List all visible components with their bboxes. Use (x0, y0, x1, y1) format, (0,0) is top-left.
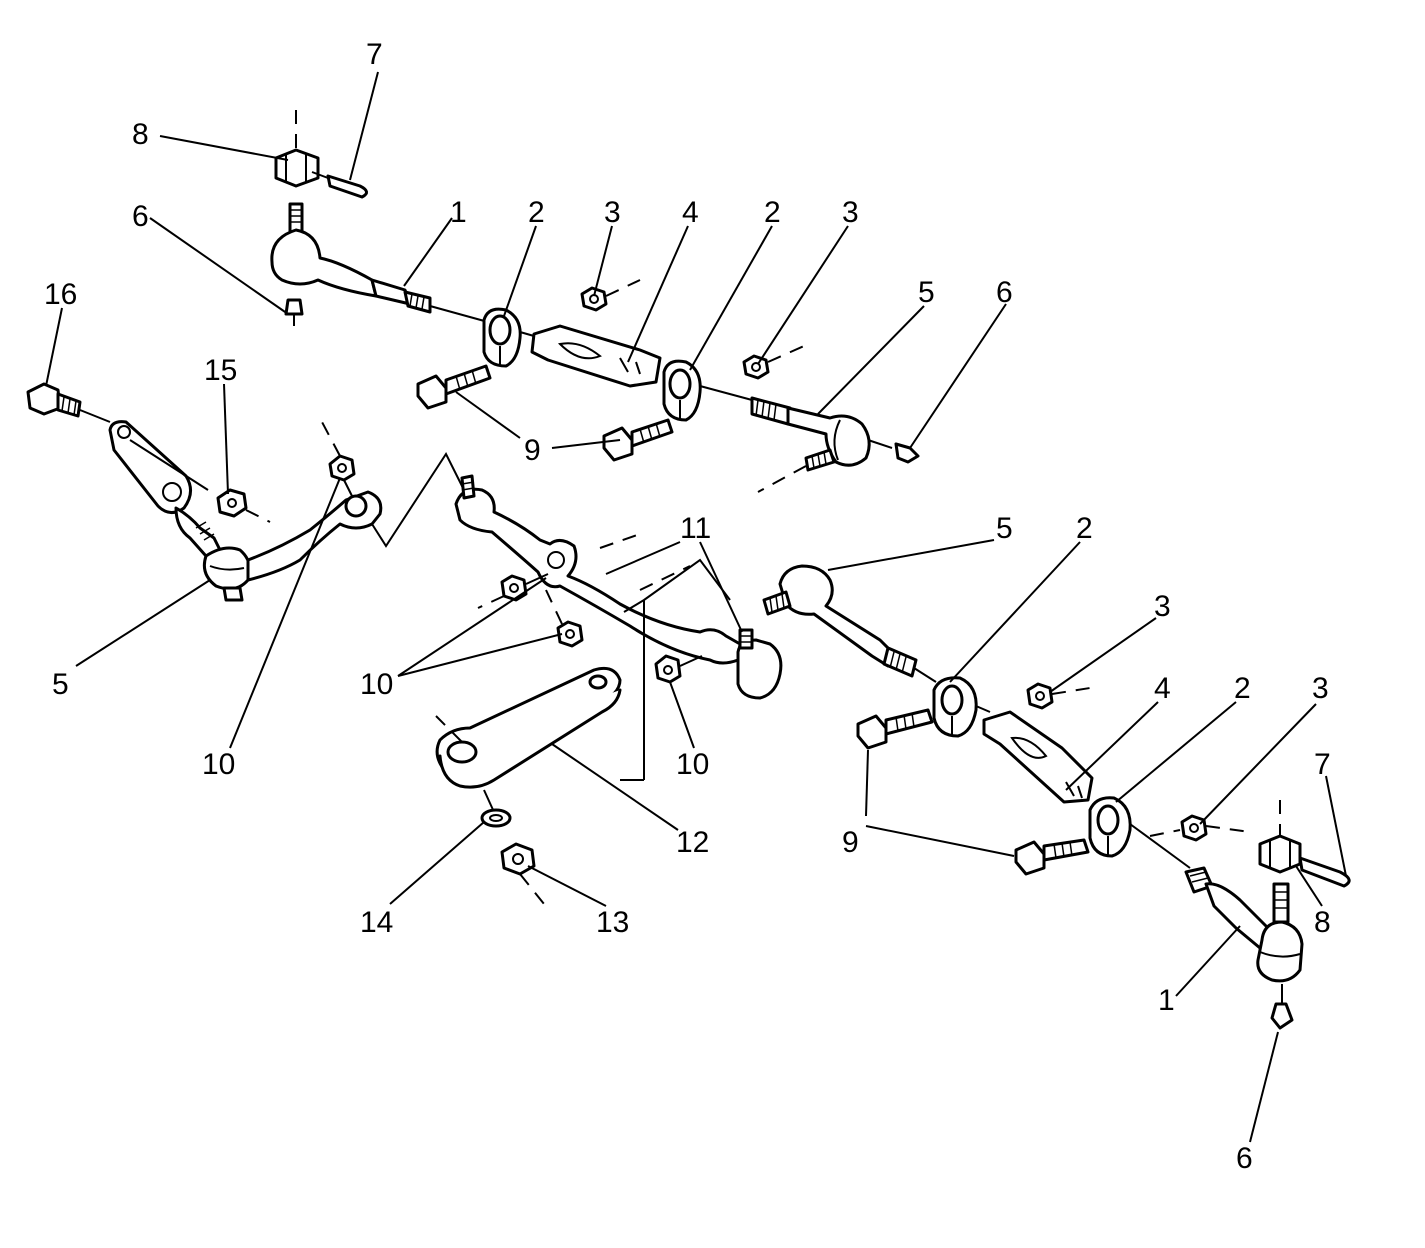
inner-tie-rod-end-upper (699, 385, 920, 493)
callout-5-mid-right: 5 (996, 512, 1013, 545)
clamp-nut-lower-b (1149, 814, 1251, 842)
clamp-nut-upper-b (742, 345, 805, 380)
clamp-nut-upper-a (580, 279, 641, 312)
callout-9-top: 9 (524, 434, 541, 467)
idler-arm-assembly (435, 666, 622, 905)
callout-7-top: 7 (366, 38, 383, 71)
callout-3-low-right: 3 (1312, 672, 1329, 705)
callout-6-top-right: 6 (996, 276, 1013, 309)
clamp-bolt-upper-a (416, 364, 492, 410)
castle-nut-upper (274, 110, 320, 188)
callout-4-top: 4 (682, 196, 699, 229)
nut-10-left (321, 421, 356, 497)
callout-7-right: 7 (1314, 748, 1331, 781)
nut-10-relay-b (545, 589, 584, 648)
adjuster-clamp-lower-b (1088, 796, 1191, 869)
bolt-16 (26, 382, 111, 423)
break-line-left (371, 451, 465, 548)
center-line-right (639, 565, 691, 591)
callout-8-right: 8 (1314, 906, 1331, 939)
callout-1-right: 1 (1158, 984, 1175, 1017)
nut-15 (216, 488, 271, 523)
callout-5-left: 5 (52, 668, 69, 701)
callout-5-top: 5 (918, 276, 935, 309)
callout-11: 11 (680, 512, 711, 545)
adjuster-clamp-upper-a (482, 307, 522, 368)
callout-labels: 7 8 6 1 2 3 4 2 3 5 6 16 15 9 11 5 2 3 4… (44, 38, 1331, 1175)
cotter-pin-upper (311, 171, 368, 199)
callout-6-bottom: 6 (1236, 1142, 1253, 1175)
callout-10-mid: 10 (360, 668, 393, 701)
adjuster-clamp-upper-b (662, 359, 702, 422)
callout-6-top-left: 6 (132, 200, 149, 233)
callout-2-mid-right: 2 (1076, 512, 1093, 545)
relay-rod (454, 474, 783, 700)
callout-4-mid-right: 4 (1154, 672, 1171, 705)
callout-10-left: 10 (202, 748, 235, 781)
callout-2-low-right: 2 (1234, 672, 1251, 705)
callout-10-right: 10 (676, 748, 709, 781)
outer-tie-rod-end-upper (270, 202, 489, 326)
callout-12: 12 (676, 826, 709, 859)
clamp-bolt-upper-b (602, 418, 674, 462)
callout-8-top: 8 (132, 118, 149, 151)
callout-13: 13 (596, 906, 629, 939)
callout-2-top-b: 2 (764, 196, 781, 229)
break-line-right (620, 558, 731, 781)
adjuster-clamp-lower-a (932, 676, 978, 738)
callout-1-top: 1 (450, 196, 467, 229)
callout-2-top-a: 2 (528, 196, 545, 229)
nut-13 (500, 842, 545, 905)
callout-9-low: 9 (842, 826, 859, 859)
lower-tie-rod-assembly (762, 564, 1351, 1030)
nut-10-relay-c (654, 654, 703, 684)
callout-14: 14 (360, 906, 393, 939)
adjuster-sleeve-lower (975, 705, 1094, 804)
clamp-bolt-lower-a (856, 708, 934, 750)
washer-14 (480, 808, 512, 828)
tie-rod-end-left (174, 490, 383, 602)
inner-tie-rod-end-lower (762, 564, 937, 683)
callout-3-mid-right: 3 (1154, 590, 1171, 623)
callout-3-top-b: 3 (842, 196, 859, 229)
nut-10-relay-a (477, 573, 549, 609)
adjuster-sleeve-upper (519, 324, 662, 388)
cotter-pin-lower (1298, 856, 1351, 888)
clamp-bolt-lower-b (1014, 838, 1090, 876)
outer-tie-rod-end-lower (1184, 866, 1304, 1030)
upper-tie-rod-assembly (270, 110, 920, 493)
castle-nut-lower (1258, 800, 1302, 874)
leader-lines (45, 71, 1347, 1143)
pitman-arm-assembly (26, 382, 465, 602)
idler-bracket (108, 420, 209, 514)
callout-16: 16 (44, 278, 77, 311)
clamp-nut-lower-a (1026, 682, 1091, 710)
callout-15: 15 (204, 354, 237, 387)
callout-3-top-a: 3 (604, 196, 621, 229)
